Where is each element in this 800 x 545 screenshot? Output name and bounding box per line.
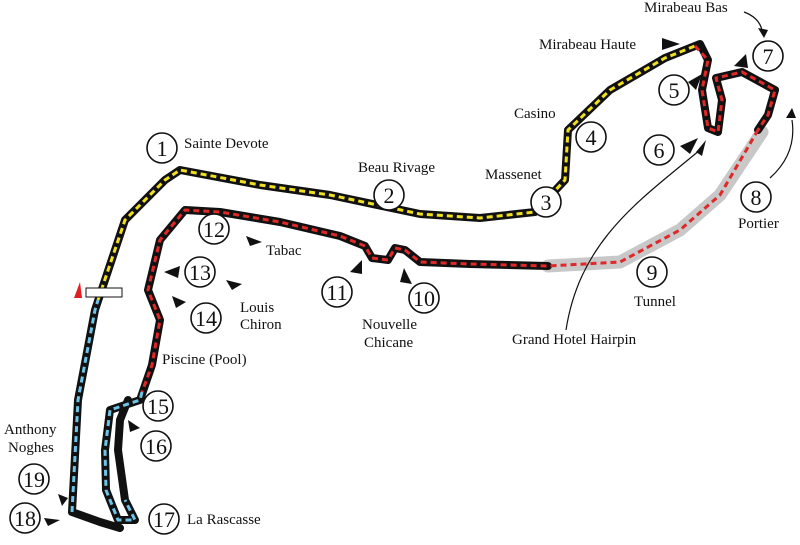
svg-text:7: 7 [763,44,774,69]
corner-marker-3: 3 [530,186,562,218]
corner-5-pointer [688,74,702,90]
portier-pointer [786,108,796,118]
track-sector-1 [96,44,696,301]
corner-marker-10: 10 [408,282,440,314]
svg-text:9: 9 [647,260,658,285]
label-chiron: Chiron [240,317,282,333]
start-gantry [85,287,123,298]
svg-text:18: 18 [14,506,36,531]
svg-text:19: 19 [23,467,45,492]
svg-text:11: 11 [326,280,347,305]
corner-12-pointer [246,236,262,246]
corner-7-pointer [734,54,748,68]
corner-marker-1: 1 [146,132,178,164]
corner-marker-2: 2 [373,179,405,211]
corner-10-pointer [400,268,412,284]
corner-18-pointer [44,518,60,526]
mirabeau-haute-pointer [662,38,680,50]
corner-marker-11: 11 [321,276,353,308]
label-portier: Portier [738,216,779,232]
svg-text:8: 8 [751,185,762,210]
svg-text:15: 15 [147,394,169,419]
track-sector-2-mirabeau [693,44,777,134]
corner-marker-15: 15 [142,390,174,422]
svg-text:14: 14 [195,306,217,331]
corner-14-pointer [172,296,186,308]
corner-marker-14: 14 [190,302,222,334]
svg-text:1: 1 [157,136,168,161]
label-tunnel: Tunnel [634,294,676,310]
corner-11-pointer [350,260,362,274]
corner-marker-13: 13 [184,256,216,288]
mirabeau-bas-pointer [758,28,768,38]
hairpin-pointer [696,140,706,156]
label-mirabeau-bas: Mirabeau Bas [644,0,728,16]
svg-text:4: 4 [586,125,597,150]
label-louis: Louis [240,300,274,316]
corner-marker-5: 5 [658,74,690,106]
label-sainte-devote: Sainte Devote [184,136,269,152]
svg-text:10: 10 [413,286,435,311]
label-anthony: Anthony [4,422,57,438]
label-chicane: Chicane [364,335,413,351]
corner-marker-18: 18 [9,502,41,534]
hairpin-leader-line [565,149,701,331]
track-sector-3 [103,391,144,522]
label-noghes: Noghes [8,440,54,456]
svg-text:5: 5 [669,78,680,103]
corner-marker-9: 9 [636,256,668,288]
corner-13b-pointer [226,280,242,290]
mirabeau-bas-arrow [743,11,763,31]
track-sector-2-return [140,129,760,393]
corner-6-pointer [680,138,698,154]
svg-text:3: 3 [541,190,552,215]
corner-marker-16: 16 [140,430,172,462]
svg-text:6: 6 [654,138,665,163]
start-flag [74,282,82,298]
corner-16-pointer [128,420,140,432]
portier-arrow [769,119,794,179]
corner-marker-19: 19 [18,463,50,495]
svg-text:16: 16 [145,434,167,459]
label-massenet: Massenet [485,167,542,183]
corner-marker-6: 6 [643,134,675,166]
corner-marker-8: 8 [740,181,772,213]
corner-marker-17: 17 [148,503,180,535]
label-piscine: Piscine (Pool) [162,352,247,368]
corner-marker-12: 12 [198,213,230,245]
svg-text:2: 2 [384,183,395,208]
label-nouvelle: Nouvelle [362,317,417,333]
svg-text:13: 13 [189,260,211,285]
label-tabac: Tabac [266,243,302,259]
label-beau-rivage: Beau Rivage [358,160,435,176]
corner-marker-4: 4 [575,121,607,153]
track-return-base [101,206,552,524]
label-grand-hotel-hairpin: Grand Hotel Hairpin [512,332,637,348]
corner-13a-pointer [164,266,180,278]
label-la-rascasse: La Rascasse [187,512,261,528]
svg-text:17: 17 [153,507,175,532]
label-mirabeau-haute: Mirabeau Haute [539,37,636,53]
label-casino: Casino [514,106,556,122]
corner-marker-7: 7 [752,40,784,72]
svg-text:12: 12 [203,217,225,242]
corner-19-pointer [58,494,68,506]
